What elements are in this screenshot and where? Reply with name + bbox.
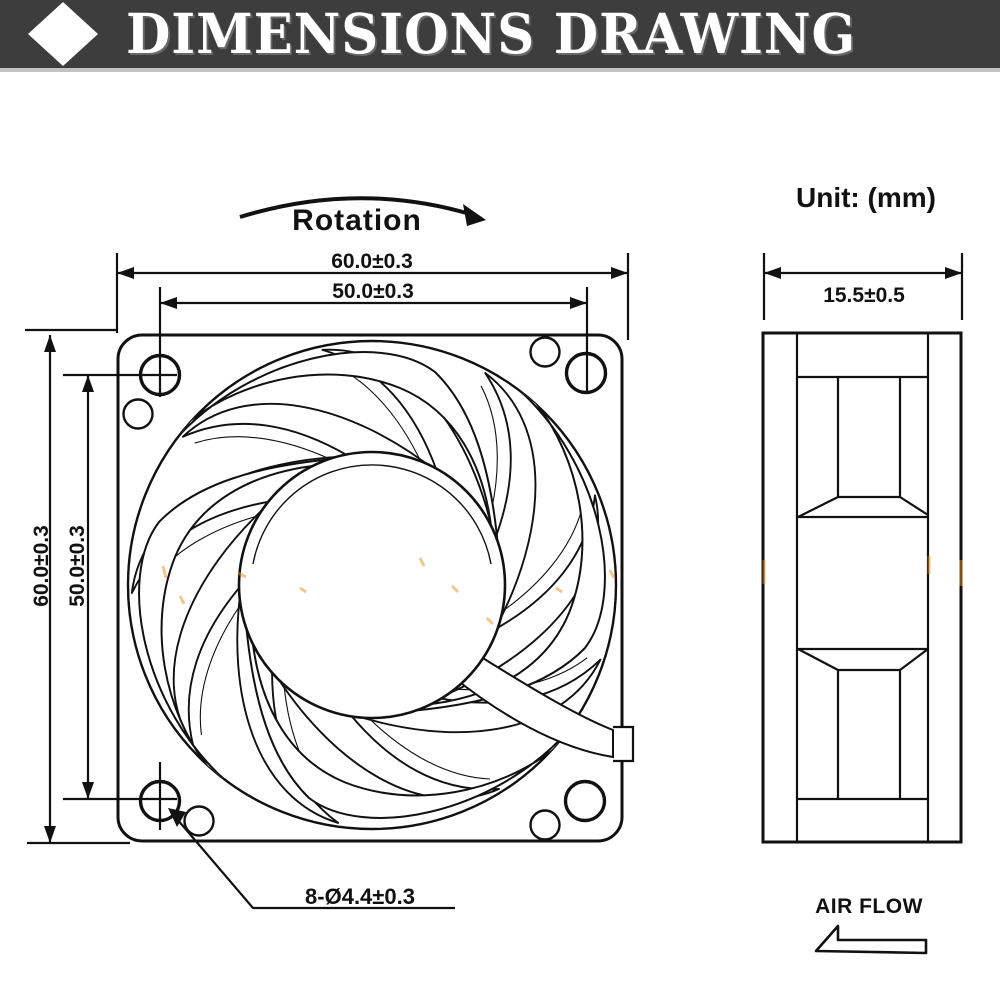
dimension-60-top [115, 253, 630, 340]
dim-frame-width-label: 60.0±0.3 [331, 250, 413, 273]
dimension-155-top [762, 253, 964, 320]
wire-notch-mask [618, 727, 632, 760]
dim-thickness-label: 15.5±0.5 [823, 284, 905, 307]
fan-hub-inner-ring [252, 464, 492, 565]
fan-struts [137, 351, 607, 820]
rear-hole-top-left [122, 398, 154, 430]
fan-side-view [761, 331, 963, 844]
hole-callout-leader [168, 808, 455, 910]
mounting-hole-bottom-right [563, 779, 607, 823]
dim-hole-pitch-horizontal-label: 50.0±0.3 [332, 280, 414, 303]
unit-label: Unit: (mm) [796, 182, 936, 213]
wire-notch [613, 725, 635, 763]
dim-hole-pitch-vertical-label: 50.0±0.3 [66, 525, 89, 607]
dimension-50-top [158, 287, 589, 830]
rear-hole-bottom-right [529, 809, 561, 841]
rear-hole-bottom-left [183, 805, 215, 837]
dimension-50-left [63, 373, 177, 801]
watermark-specks [161, 556, 963, 626]
dim-frame-height-label: 60.0±0.3 [30, 525, 53, 607]
fan-strut [173, 351, 500, 559]
fan-front-view [116, 333, 635, 843]
fan-hub [237, 450, 507, 720]
rear-hole-top-right [529, 336, 561, 368]
fan-wire [450, 648, 614, 759]
air-flow-label: AIR FLOW [815, 895, 923, 918]
diamond-icon [28, 2, 98, 66]
header-bar: DIMENSIONS DRAWING [0, 0, 1000, 68]
page-title: DIMENSIONS DRAWING [126, 1, 857, 66]
mounting-holes-callout-label: 8-Ø4.4±0.3 [305, 884, 415, 909]
air-flow-arrow [814, 924, 928, 955]
fan-bore-ring [126, 339, 618, 831]
rotation-arrow [239, 196, 486, 226]
header-divider [0, 68, 1000, 72]
dimension-60-left [25, 328, 130, 845]
rotation-label: Rotation [292, 204, 422, 237]
